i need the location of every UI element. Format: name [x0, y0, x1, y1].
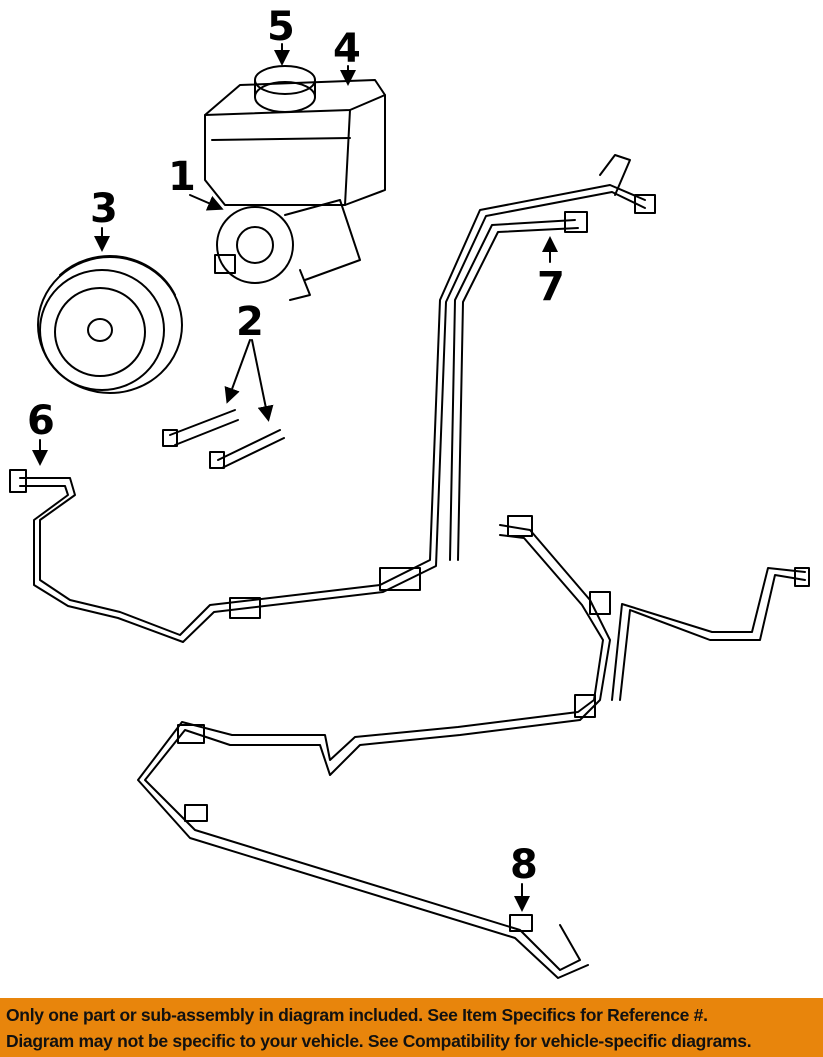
disclaimer-line-1: Only one part or sub-assembly in diagram… — [6, 1005, 708, 1025]
callout-3: 3 — [90, 186, 118, 252]
bolts — [162, 409, 285, 469]
callout-6: 6 — [27, 398, 55, 466]
reservoir-cap — [254, 65, 316, 113]
callout-4: 4 — [333, 26, 361, 86]
callout-7: 7 — [537, 236, 565, 310]
callout-number: 8 — [510, 842, 538, 888]
diagram-drawing: 1 2 3 4 5 6 7 8 — [9, 4, 810, 979]
callout-number: 1 — [168, 154, 196, 200]
callout-number: 7 — [537, 264, 565, 310]
callout-1: 1 — [168, 154, 224, 211]
power-steering-pump — [214, 199, 361, 301]
callout-number: 2 — [236, 299, 264, 345]
callout-number: 5 — [267, 4, 295, 50]
callout-number: 4 — [333, 26, 361, 72]
disclaimer-line-2: Diagram may not be specific to your vehi… — [6, 1031, 752, 1051]
callout-number: 3 — [90, 186, 118, 232]
pressure-line — [9, 184, 646, 643]
callout-number: 6 — [27, 398, 55, 444]
cooler-line — [137, 515, 810, 979]
reservoir — [204, 79, 386, 206]
callout-8: 8 — [510, 842, 538, 912]
disclaimer-banner: Only one part or sub-assembly in diagram… — [0, 998, 823, 1057]
callout-2: 2 — [224, 299, 274, 422]
callout-5: 5 — [267, 4, 295, 66]
return-line — [449, 154, 656, 561]
pulley — [37, 255, 183, 394]
